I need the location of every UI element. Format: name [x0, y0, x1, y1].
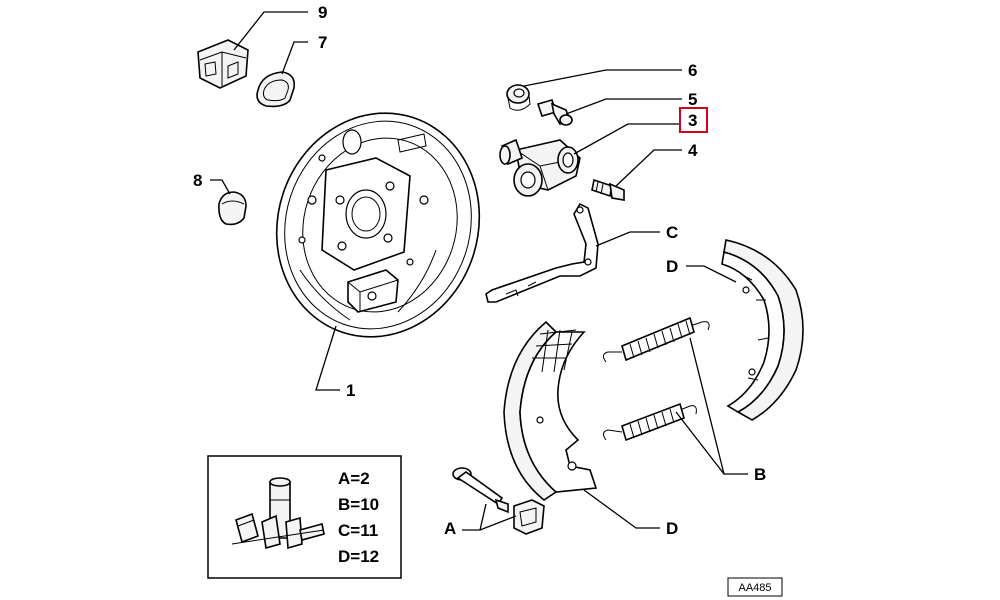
diagram-code-box: AA485	[727, 577, 783, 597]
callout-C: C	[666, 223, 678, 242]
part-A-pin	[452, 467, 509, 514]
part-9-grommet	[197, 39, 249, 89]
callout-D-upper: D	[666, 257, 678, 276]
part-A-clip	[513, 499, 545, 535]
callout-4: 4	[688, 141, 698, 160]
legend-entry-D: D=12	[338, 547, 379, 566]
part-5-bleed-screw	[536, 99, 573, 126]
leader-lines	[210, 11, 748, 531]
callout-3: 3	[688, 111, 697, 130]
legend-entry-B: B=10	[338, 495, 379, 514]
repair-kit-icon	[231, 477, 325, 550]
callout-3-highlight-box	[679, 107, 708, 133]
part-7-seal-ring	[256, 71, 296, 108]
callout-6: 6	[688, 61, 697, 80]
part-D-brake-shoe-left	[503, 320, 598, 501]
callout-labels: 9 7 8 1 6 5 3 4 C D B D A	[193, 3, 766, 538]
part-6-bushing	[506, 84, 531, 111]
callout-5: 5	[688, 90, 697, 109]
part-B-spring-lower	[602, 402, 697, 442]
callout-D-lower: D	[666, 519, 678, 538]
callout-8: 8	[193, 171, 202, 190]
part-B-spring-upper	[602, 316, 710, 363]
callout-A: A	[444, 519, 456, 538]
callout-9: 9	[318, 3, 327, 22]
part-C-lever	[485, 202, 599, 303]
part-4-bolt	[591, 178, 625, 201]
callout-1: 1	[346, 381, 355, 400]
part-D-brake-shoe-right	[721, 239, 804, 421]
legend-entry-C: C=11	[338, 521, 378, 540]
callout-7: 7	[318, 33, 327, 52]
callout-B: B	[754, 465, 766, 484]
diagram-code: AA485	[738, 582, 771, 594]
part-1-backing-plate	[275, 112, 481, 338]
part-3-wheel-cylinder	[499, 138, 581, 197]
part-8-cap	[218, 191, 247, 226]
legend-entry-A: A=2	[338, 469, 370, 488]
legend-box: A=2 B=10 C=11 D=12	[207, 455, 402, 579]
